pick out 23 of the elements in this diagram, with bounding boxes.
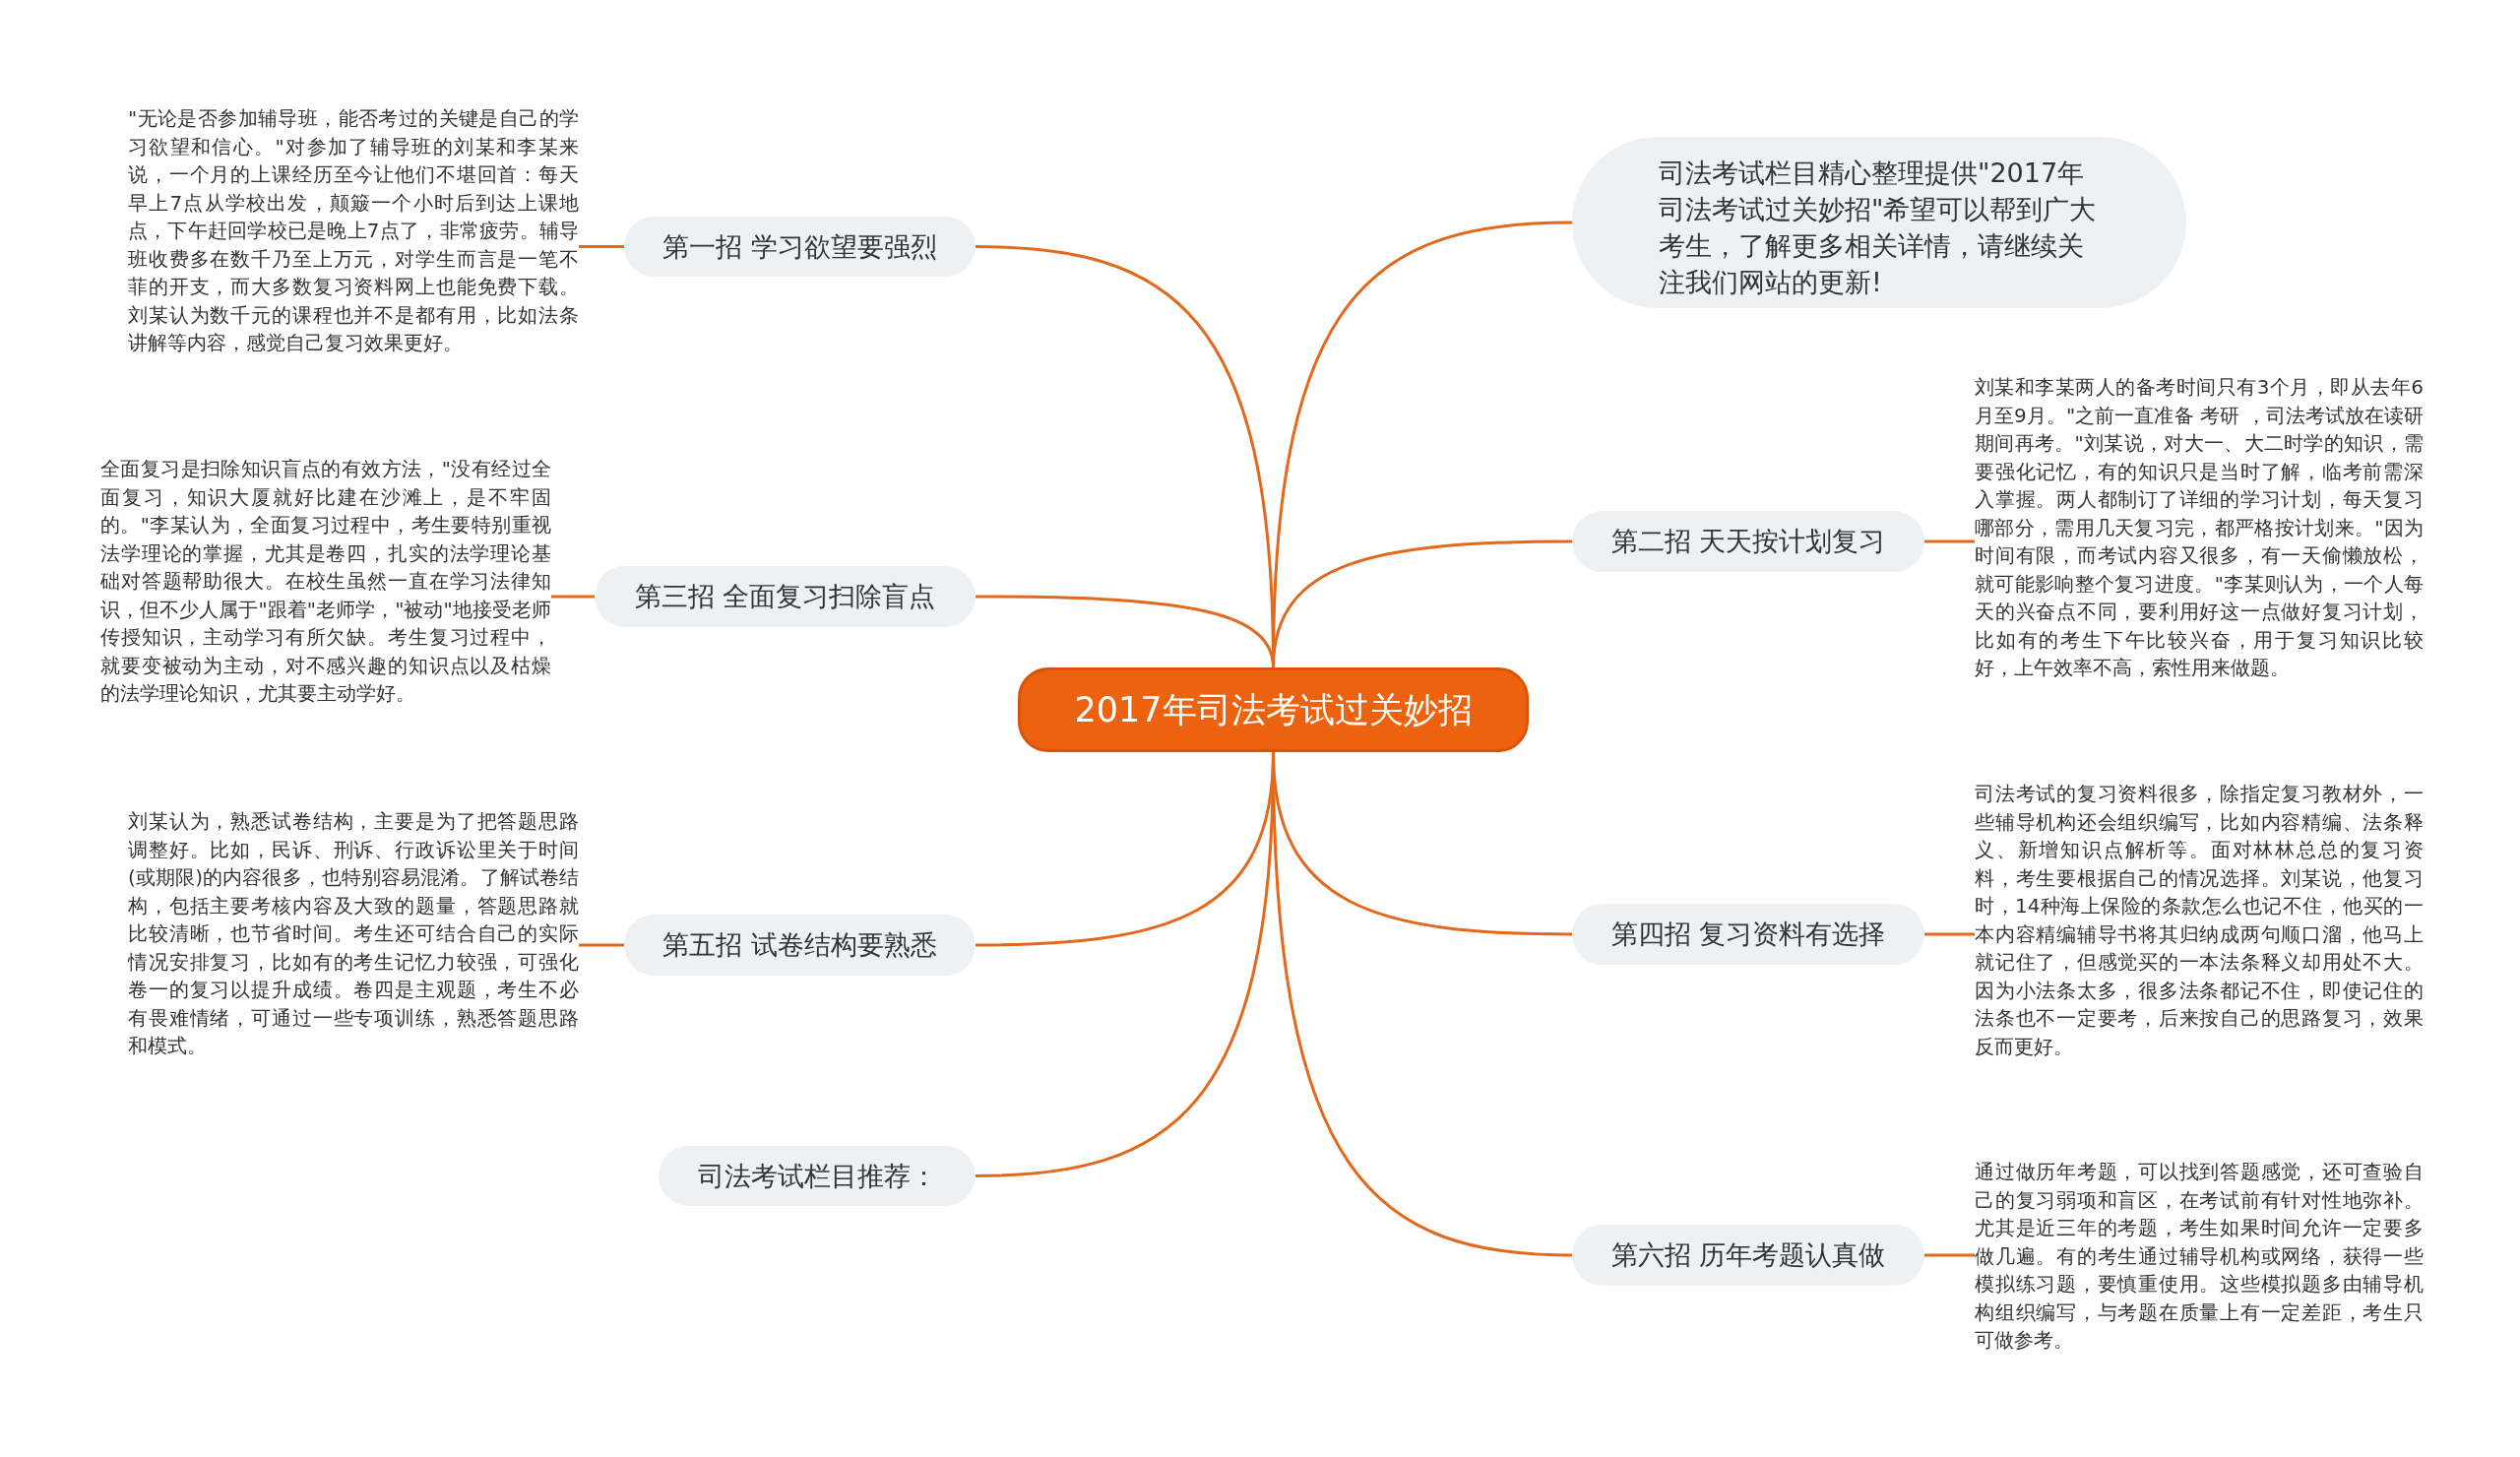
- topic-box: 第六招 历年考题认真做: [1572, 1225, 1924, 1286]
- connector: [1924, 539, 1975, 543]
- connector: [579, 245, 624, 248]
- note-text: 全面复习是扫除知识盲点的有效方法，"没有经过全面复习，知识大厦就好比建在沙滩上，是不牢固的。"李某认为，全面复习过程中，考生要特别重视法学理论的掌握，尤其是卷四，扎实的法学理论基础对答题帮助很大。在校生虽然一直在学习法律知识，但不少人属于"跟着"老师学，"被动"地接受老师传授知识，主动学习有所欠缺。考生复习过程中，就要变被动为主动，对不感兴趣的知识点以及枯燥的法学理论知识，尤其要主动学好。: [100, 455, 551, 708]
- note-text: "无论是否参加辅导班，能否考过的关键是自己的学习欲望和信心。"对参加了辅导班的刘某和李某来说，一个月的上课经历至今让他们不堪回首：每天早上7点从学校出发，颠簸一个小时后到达上课地点，下午赶回学校已是晚上7点了，非常疲劳。辅导班收费多在数千乃至上万元，对学生而言是一笔不菲的开支，而大多数复习资料网上也能免费下载。刘某认为数千元的课程也并不是都有用，比如法条讲解等内容，感觉自己复习效果更好。: [128, 104, 579, 357]
- connector: [579, 943, 624, 947]
- topic-box: 司法考试栏目推荐：: [659, 1146, 976, 1206]
- connector: [976, 595, 1275, 668]
- connector: [975, 751, 1275, 1177]
- connector: [1924, 932, 1975, 936]
- note-text: 刘某和李某两人的备考时间只有3个月，即从去年6月至9月。"之前一直准备 考研 ，司法考试放在读研期间再考。"刘某说，对大一、大二时学的知识，需要强化记忆，有的知识只是当时了解，临考前需深入掌握。两人都制订了详细的学习计划，每天复习哪部分，需用几天复习完，都严格按计划来。"因为时间有限，而考试内容又很多，有一天偷懒放松，就可能影响整个复习进度。"李某则认为，一个人每天的兴奋点不同，要利用好这一点做好复习计划，比如有的考生下午比较兴奋，用于复习知识比较好，上午效率不高，索性用来做题。: [1975, 373, 2424, 682]
- connector: [551, 595, 595, 599]
- topic-box: 第三招 全面复习扫除盲点: [595, 566, 976, 627]
- connector: [1924, 1253, 1975, 1257]
- central-topic: 2017年司法考试过关妙招: [1018, 667, 1529, 752]
- note-bubble: 司法考试栏目精心整理提供"2017年司法考试过关妙招"希望可以帮到广大考生，了解更多相关详情，请继续关注我们网站的更新!: [1572, 137, 2186, 308]
- note-text: 司法考试的复习资料很多，除指定复习教材外，一些辅导机构还会组织编写，比如内容精编、法条释义、新增知识点解析等。面对林林总总的复习资料，考生要根据自己的情况选择。刘某说，他复习时，14种海上保险的条款怎么也记不住，他买的一本内容精编辅导书将其归纳成两句顺口溜，他马上就记住了，但感觉买的一本法条释义却用处不大。因为小法条太多，很多法条都记不住，即使记住的法条也不一定要考，后来按自己的思路复习，效果反而更好。: [1975, 780, 2424, 1060]
- note-text: 刘某认为，熟悉试卷结构，主要是为了把答题思路调整好。比如，民诉、刑诉、行政诉讼里关于时间(或期限)的内容很多，也特别容易混淆。了解试卷结构，包括主要考核内容及大致的题量，答题思路就比较清晰，也节省时间。考生还可结合自己的实际情况安排复习，比如有的考生记忆力较强，可强化卷一的复习以提升成绩。卷四是主观题，考生不必有畏难情绪，可通过一些专项训练，熟悉答题思路和模式。: [128, 807, 579, 1060]
- topic-box: 第四招 复习资料有选择: [1572, 904, 1924, 965]
- topic-box: 第一招 学习欲望要强烈: [624, 217, 976, 277]
- topic-box: 第五招 试卷结构要熟悉: [624, 915, 976, 976]
- topic-box: 第二招 天天按计划复习: [1572, 511, 1924, 572]
- note-text: 通过做历年考题，可以找到答题感觉，还可查验自己的复习弱项和盲区，在考试前有针对性地弥补。尤其是近三年的考题，考生如果时间允许一定要多做几遍。有的考生通过辅导机构或网络，获得一些模拟练习题，要慎重使用。这些模拟题多由辅导机构组织编写，与考题在质量上有一定差距，考生只可做参考。: [1975, 1158, 2424, 1355]
